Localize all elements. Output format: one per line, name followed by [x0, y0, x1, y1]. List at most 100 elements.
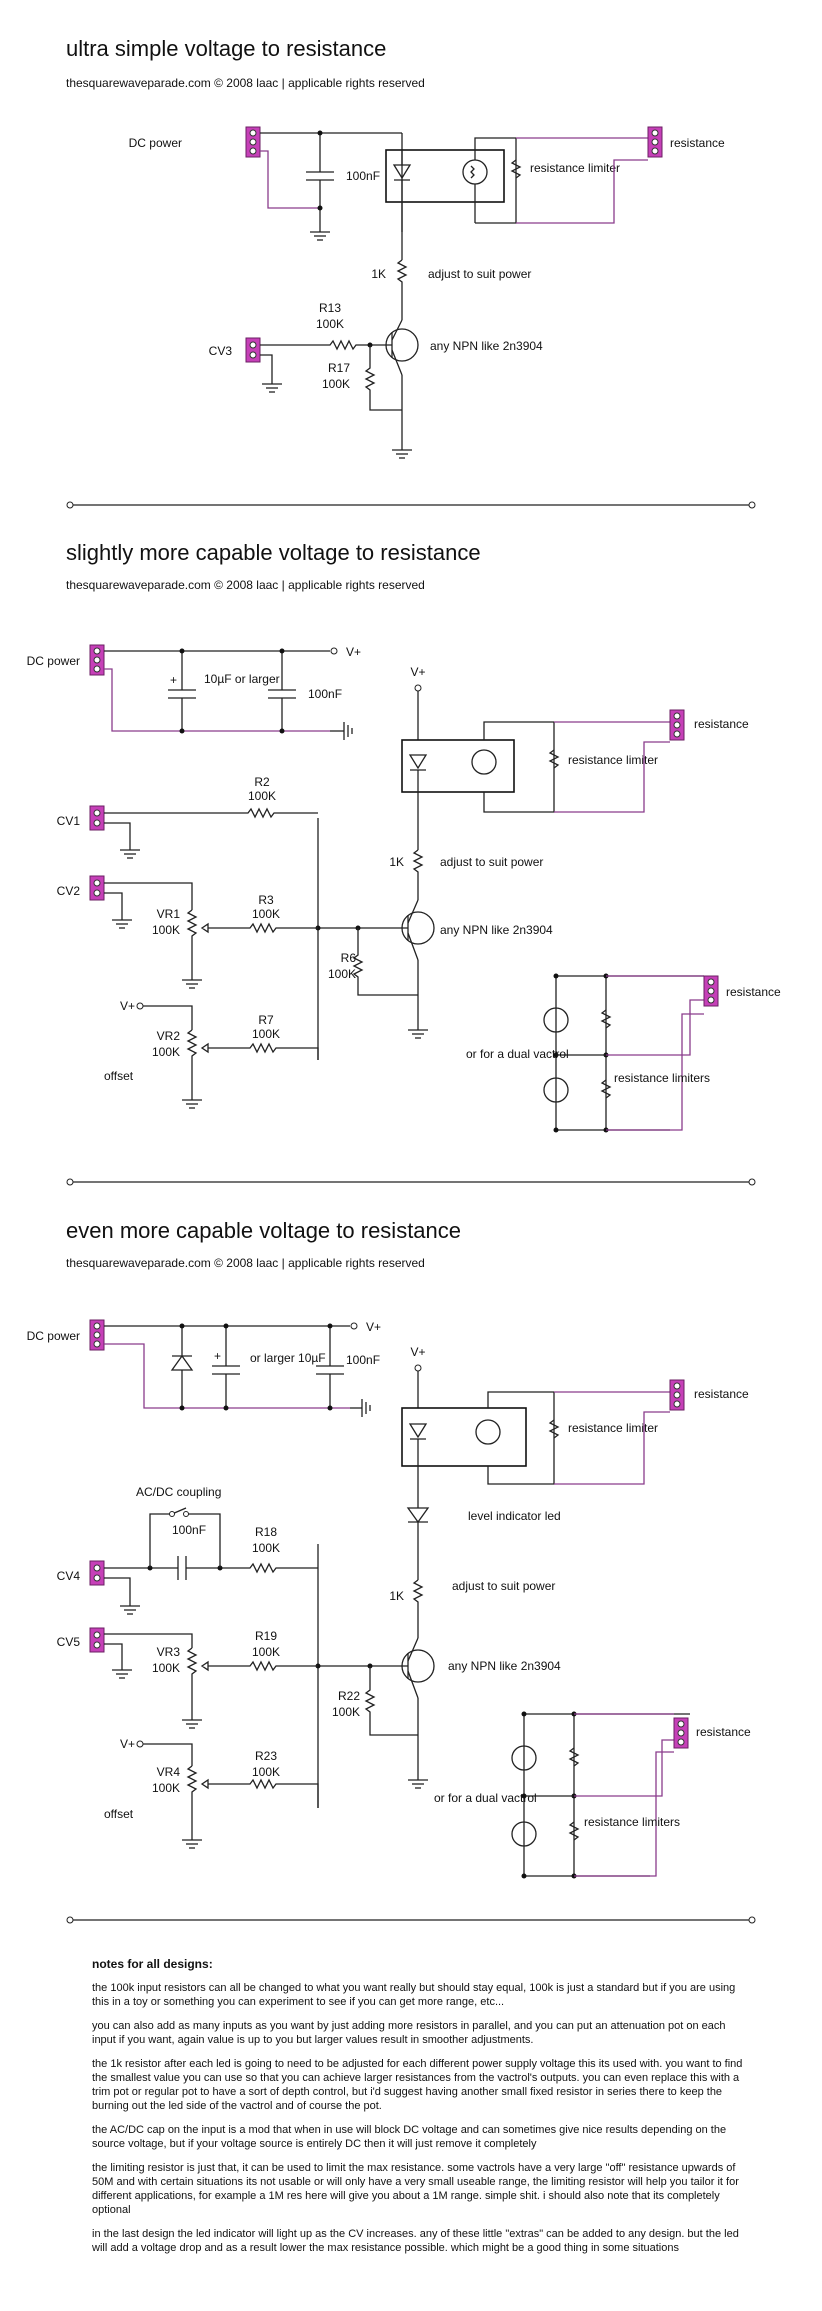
s3-cap1-label: or larger 10µF [250, 1351, 326, 1365]
section1-schematic: DC power 100nF resistance limiter resist… [129, 126, 725, 459]
section3-title: even more capable voltage to resistance [66, 1218, 462, 1243]
s2-r1k-label: 1K [389, 855, 404, 869]
dc-power-label: DC power [129, 136, 182, 150]
section2-schematic: DC power V+ + 10µF or larger 100nF V+ re… [27, 644, 781, 1133]
s3-offset-label: offset [104, 1807, 134, 1821]
s3-vplus3-label: V+ [120, 1737, 135, 1751]
s3-cv4-jack [89, 1560, 105, 1586]
resistance-limiter-label: resistance limiter [530, 161, 620, 175]
s3-cap3-label: 100nF [172, 1523, 206, 1537]
s3-resistance2-jack [673, 1717, 689, 1749]
s3-r19-label: R19 [255, 1629, 277, 1643]
s3-cv5-label: CV5 [57, 1635, 81, 1649]
s2-vplus-label: V+ [346, 645, 361, 659]
s2-cv1-label: CV1 [57, 814, 81, 828]
section3-subtitle: thesquarewaveparade.com © 2008 laac | ap… [66, 1256, 425, 1270]
notes-section: notes for all designs: the 100k input re… [92, 1957, 752, 2265]
section2-title: slightly more capable voltage to resista… [66, 540, 481, 565]
cv3-jack [245, 337, 261, 363]
s3-vplus-label: V+ [366, 1320, 381, 1334]
s3-resistance2-label: resistance [696, 1725, 751, 1739]
s3-adjust-label: adjust to suit power [452, 1579, 555, 1593]
s2-limiters-label: resistance limiters [614, 1071, 710, 1085]
s2-vr1-value: 100K [152, 923, 180, 937]
notes-paragraph: the limiting resistor is just that, it c… [92, 2162, 739, 2216]
section1-subtitle: thesquarewaveparade.com © 2008 laac | ap… [66, 76, 425, 90]
s3-r18-value: 100K [252, 1541, 280, 1555]
r17-value: 100K [322, 377, 350, 391]
notes-paragraph: the 1k resistor after each led is going … [92, 2058, 743, 2112]
r13-label: R13 [319, 301, 341, 315]
s2-adjust-label: adjust to suit power [440, 855, 543, 869]
s2-dc-power-jack [89, 644, 105, 676]
cap-label: 100nF [346, 169, 380, 183]
s3-cap2-label: 100nF [346, 1353, 380, 1367]
s3-vr3-label: VR3 [157, 1645, 181, 1659]
s2-resistance-limiter-label: resistance limiter [568, 753, 658, 767]
s2-r3-label: R3 [258, 893, 274, 907]
s2-cv1-jack [89, 805, 105, 831]
s2-r7-label: R7 [258, 1013, 274, 1027]
s3-resistance-jack [669, 1379, 685, 1411]
s3-vr4-value: 100K [152, 1781, 180, 1795]
s3-r18-label: R18 [255, 1525, 277, 1539]
s3-r1k-label: 1K [389, 1589, 404, 1603]
s3-vr3-value: 100K [152, 1661, 180, 1675]
svg-text:+: + [170, 673, 177, 687]
notes-paragraph: in the last design the led indicator wil… [92, 2228, 739, 2254]
s2-dual-label: or for a dual vactrol [466, 1047, 569, 1061]
s3-npn-label: any NPN like 2n3904 [448, 1659, 561, 1673]
s2-cv2-label: CV2 [57, 884, 81, 898]
notes-paragraph: you can also add as many inputs as you w… [92, 2020, 726, 2046]
s2-vr1-label: VR1 [157, 907, 181, 921]
s3-cv5-jack [89, 1627, 105, 1653]
s3-cv4-label: CV4 [57, 1569, 81, 1583]
s2-resistance2-jack [703, 975, 719, 1007]
section3-schematic: DC power V+ + or larger 10µF 100nF V+ re… [27, 1319, 751, 1879]
resistance-jack [647, 126, 663, 158]
s2-r6-value: 100K [328, 967, 356, 981]
s3-r23-label: R23 [255, 1749, 277, 1763]
r13-value: 100K [316, 317, 344, 331]
vactrol [385, 149, 505, 203]
s2-r3-value: 100K [252, 907, 280, 921]
section2-subtitle: thesquarewaveparade.com © 2008 laac | ap… [66, 578, 425, 592]
s2-r7-value: 100K [252, 1027, 280, 1041]
s3-r23-value: 100K [252, 1765, 280, 1779]
s2-dc-power-label: DC power [27, 654, 80, 668]
s3-r19-value: 100K [252, 1645, 280, 1659]
r17-label: R17 [328, 361, 350, 375]
s3-dc-power-label: DC power [27, 1329, 80, 1343]
s2-offset-label: offset [104, 1069, 134, 1083]
dc-power-jack [245, 126, 261, 158]
s3-resistance-label: resistance [694, 1387, 749, 1401]
r1k-label: 1K [371, 267, 386, 281]
s2-resistance-jack [669, 709, 685, 741]
notes-paragraph: the 100k input resistors can all be chan… [92, 1982, 736, 2008]
svg-text:+: + [214, 1349, 221, 1363]
s2-vplus2-label: V+ [410, 665, 425, 679]
resistance-label: resistance [670, 136, 725, 150]
s3-dc-power-jack [89, 1319, 105, 1351]
npn-label: any NPN like 2n3904 [430, 339, 543, 353]
s3-led-label: level indicator led [468, 1509, 561, 1523]
notes-heading: notes for all designs: [92, 1957, 213, 1971]
s3-dual-label: or for a dual vactrol [434, 1791, 537, 1805]
s2-cap2-label: 100nF [308, 687, 342, 701]
s3-r22-value: 100K [332, 1705, 360, 1719]
cv3-label: CV3 [209, 344, 233, 358]
s2-vr2-value: 100K [152, 1045, 180, 1059]
s2-vplus3-label: V+ [120, 999, 135, 1013]
s2-cap1-label: 10µF or larger [204, 672, 280, 686]
notes-paragraph: the AC/DC cap on the input is a mod that… [92, 2124, 727, 2150]
s2-npn-label: any NPN like 2n3904 [440, 923, 553, 937]
adjust-label: adjust to suit power [428, 267, 531, 281]
s3-limiters-label: resistance limiters [584, 1815, 680, 1829]
s3-r22-label: R22 [338, 1689, 360, 1703]
s3-resistance-limiter-label: resistance limiter [568, 1421, 658, 1435]
s2-cv2-jack [89, 875, 105, 901]
s2-r6-label: R6 [341, 951, 357, 965]
s2-resistance2-label: resistance [726, 985, 781, 999]
s2-r2-value: 100K [248, 789, 276, 803]
